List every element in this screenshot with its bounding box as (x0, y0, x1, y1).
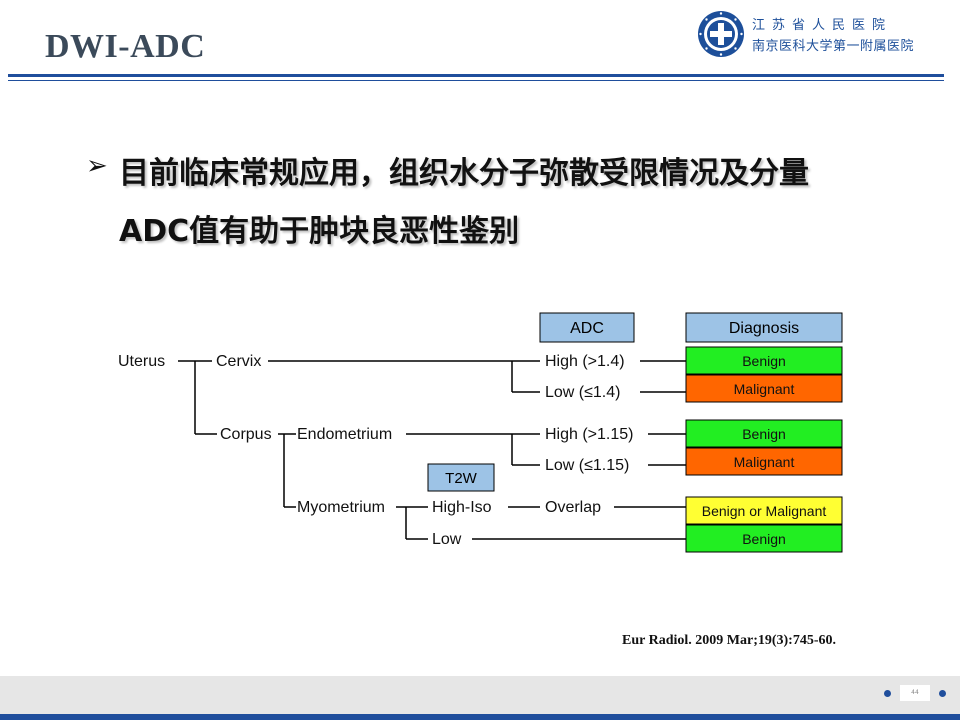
outcome-endo-high: Benign (742, 426, 786, 442)
footer-rule (0, 714, 960, 720)
outcome-cervix-high: Benign (742, 353, 786, 369)
node-endometrium: Endometrium (297, 426, 392, 443)
footer-band (0, 676, 960, 714)
header-rule (8, 74, 944, 77)
outcome-box-endo-low (685, 447, 843, 476)
bullet-text-line1: 目前临床常规应用，组织水分子弥散受限情况及分量 (119, 156, 809, 191)
footer-dot-left-icon (884, 690, 891, 697)
bullet-text-line2: ADC值有助于肿块良恶性鉴别 (119, 214, 520, 249)
diagnosis-header-box (685, 312, 843, 343)
adc-endo-low: Low (≤1.15) (545, 457, 629, 474)
diagnosis-header: Diagnosis (729, 320, 799, 337)
outcome-box-cervix-low (685, 374, 843, 403)
outcome-box-endo-high (685, 419, 843, 448)
hospital-logo-icon (698, 11, 744, 57)
header-rule-thin (8, 80, 944, 81)
adc-header: ADC (570, 320, 604, 337)
outcome-myo-low: Benign (742, 531, 786, 547)
hospital-name-line2: 南京医科大学第一附属医院 (752, 39, 915, 54)
node-low-t2: Low (432, 531, 462, 548)
adc-cervix-low: Low (≤1.4) (545, 384, 620, 401)
outcome-box-myo-high-iso (685, 496, 843, 525)
connector-lines (178, 360, 686, 540)
hospital-name-line1: 江苏省人民医院 (752, 18, 893, 33)
adc-header-box (539, 312, 635, 343)
outcome-box-cervix-high (685, 346, 843, 375)
node-uterus: Uterus (118, 353, 165, 370)
node-cervix: Cervix (216, 353, 261, 370)
outcome-cervix-low: Malignant (734, 381, 795, 397)
citation: Eur Radiol. 2009 Mar;19(3):745-60. (622, 633, 836, 648)
outcome-endo-low: Malignant (734, 454, 795, 470)
outcome-myo-high-iso: Benign or Malignant (702, 503, 827, 519)
footer-dot-right-icon (939, 690, 946, 697)
page-number: 44 (900, 685, 930, 701)
adc-cervix-high: High (>1.4) (545, 353, 625, 370)
node-overlap: Overlap (545, 499, 601, 516)
adc-endo-high: High (>1.15) (545, 426, 634, 443)
slide-title: DWI-ADC (45, 28, 206, 65)
t2w-header-box (427, 463, 495, 492)
t2w-header: T2W (445, 470, 478, 487)
outcome-box-myo-low (685, 524, 843, 553)
node-high-iso: High-Iso (432, 499, 492, 516)
node-myometrium: Myometrium (297, 499, 385, 516)
node-corpus: Corpus (220, 426, 272, 443)
bullet-arrow-icon: ➢ (86, 151, 108, 181)
